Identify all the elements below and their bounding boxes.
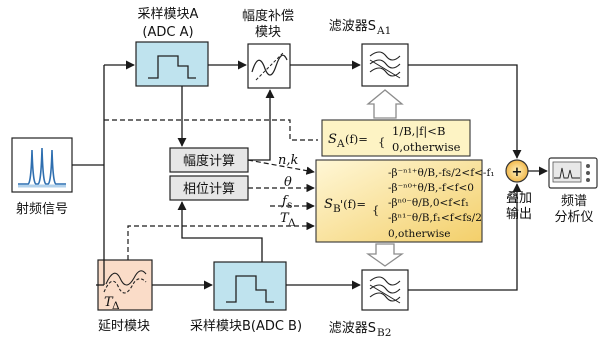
sampler-b-block: 采样模块B(ADC B) — [190, 261, 302, 334]
amp-calc-label: 幅度计算 — [183, 153, 235, 169]
filter-b2-block: 滤波器S B2 — [329, 269, 409, 339]
formula-b-case5: 0,otherwise — [388, 228, 451, 240]
signal-fs-label: f — [281, 194, 289, 209]
sum-symbol: + — [512, 165, 523, 180]
filter-icon — [369, 51, 401, 79]
sampler-a-block: 采样模块A (ADC A) — [135, 7, 209, 87]
sampler-b-label: 采样模块B(ADC B) — [190, 319, 302, 334]
spectrum-line2: 分析仪 — [554, 210, 593, 225]
solid-connections — [72, 60, 548, 291]
rf-signal-block: 射频信号 — [11, 137, 73, 217]
sampler-a-box — [135, 41, 209, 87]
sampler-a-subtitle: (ADC A) — [142, 25, 193, 40]
delay-symbol-sub: Δ — [112, 300, 120, 312]
signal-tdelta-sub: Δ — [288, 217, 296, 229]
formula-b-case1: -β⁻ⁿ¹⁺θ/B,-fs/2<f<-f₁ — [388, 167, 495, 179]
sum-label-2: 输出 — [506, 206, 532, 222]
formula-a-lhs-arg: (f)= — [345, 132, 368, 146]
amp-calc-block: 幅度计算 — [169, 147, 249, 173]
filter-b2-sub: B2 — [377, 327, 391, 339]
formula-b-lhs-arg: '(f)= — [340, 197, 366, 211]
rf-spectrum-icon — [18, 147, 66, 188]
signal-nk-label: n,k — [278, 153, 299, 168]
sample-hold-icon — [148, 55, 196, 79]
filter-icon — [369, 276, 401, 304]
formula-a-arrow — [366, 89, 404, 119]
formula-b-case3: -βⁿ⁰⁻θ/B,0<f<f₁ — [388, 197, 469, 209]
formula-b-arrow — [365, 243, 405, 267]
amp-comp-line2: 模块 — [255, 25, 281, 40]
sum-label-1: 叠加 — [506, 191, 532, 206]
analyzer-screen-icon — [552, 161, 582, 183]
signal-fs-sub: s — [287, 199, 292, 211]
filter-a1-label: 滤波器S — [329, 19, 376, 34]
formula-b-lhs-sub: B — [333, 203, 341, 215]
sampler-a-title: 采样模块A — [138, 7, 199, 22]
formula-a-brace: { — [378, 135, 385, 149]
formula-b-brace: { — [372, 203, 379, 217]
formula-b-case4: -βⁿ¹⁻θ/B,f₁<f<fs/2 — [388, 212, 482, 224]
formula-b-case2: -β⁻ⁿ⁰⁺θ/B,-f<f<0 — [388, 182, 474, 194]
amp-comp-line1: 幅度补偿 — [242, 8, 294, 24]
formula-b-box: S B '(f)= { -β⁻ⁿ¹⁺θ/B,-fs/2<f<-f₁ -β⁻ⁿ⁰⁺… — [315, 159, 495, 243]
signal-theta-label: θ — [284, 175, 292, 190]
spectrum-line1: 频谱 — [561, 194, 587, 209]
formula-a-lhs-sub: A — [336, 138, 345, 150]
dashed-connections — [104, 119, 318, 260]
delay-block: T Δ 延时模块 — [97, 259, 153, 334]
delay-wave-icon — [103, 270, 147, 294]
sample-hold-icon — [226, 275, 274, 303]
filter-a1-sub: A1 — [376, 25, 391, 37]
rf-signal-label: 射频信号 — [16, 201, 68, 217]
phase-calc-label: 相位计算 — [183, 182, 235, 197]
formula-a-case1: 1/B,|f|<B — [392, 124, 445, 139]
formula-b-lhs: S — [324, 197, 333, 212]
signal-tdelta-label: T — [280, 211, 290, 226]
sampler-b-box — [213, 261, 287, 311]
filter-b2-label: 滤波器S — [329, 321, 376, 336]
delay-symbol: T — [104, 295, 114, 310]
sine-wave-icon — [251, 51, 288, 81]
phase-calc-block: 相位计算 — [169, 175, 249, 201]
sum-node: + 叠加 输出 — [505, 159, 532, 222]
delay-label: 延时模块 — [98, 319, 150, 334]
formula-a-lhs: S — [328, 132, 337, 147]
formula-a-case2: 0,otherwise — [392, 140, 461, 154]
spectrum-analyzer: 频谱 分析仪 — [548, 157, 598, 225]
amp-compensation-block: 幅度补偿 模块 — [242, 8, 294, 89]
formula-a-box: S A (f)= { 1/B,|f|<B 0,otherwise — [321, 119, 471, 157]
filter-a1-block: 滤波器S A1 — [329, 19, 409, 87]
